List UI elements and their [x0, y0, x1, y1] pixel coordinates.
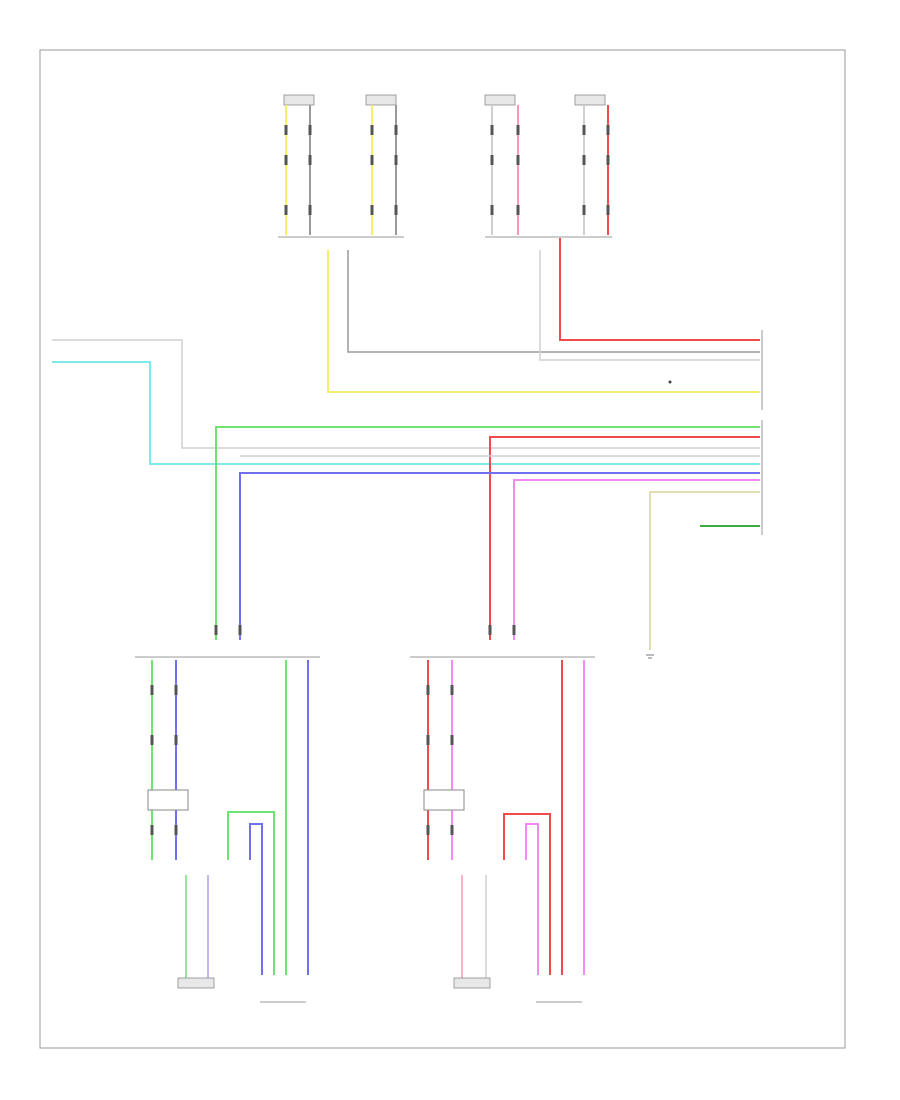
left-lower-junction — [147, 789, 189, 811]
lower-left-wires — [147, 660, 309, 1003]
wire-blue — [239, 472, 760, 640]
speaker-connector-3 — [484, 94, 516, 106]
wire-yellow-trunk — [327, 250, 760, 393]
right-lower-speaker — [453, 977, 491, 989]
wire-light-gray-signal — [52, 339, 760, 449]
speaker-connector-1 — [283, 94, 315, 106]
pin-mark — [450, 685, 454, 695]
pin-mark — [490, 155, 494, 165]
ground-symbol — [646, 654, 654, 659]
wire-light-gray-trunk — [539, 250, 760, 361]
pin-mark — [582, 125, 586, 135]
pin-mark — [582, 155, 586, 165]
wire-magenta — [513, 479, 760, 640]
diagram-frame — [39, 49, 846, 1049]
pin-mark — [490, 205, 494, 215]
pin-mark — [426, 735, 430, 745]
pin-mark — [516, 205, 520, 215]
pin-mark — [606, 155, 610, 165]
pin-mark — [426, 685, 430, 695]
wire-red — [489, 436, 760, 640]
pin-mark — [370, 205, 374, 215]
pin-mark — [450, 825, 454, 835]
wire-red — [503, 813, 551, 975]
pin-mark — [150, 825, 154, 835]
pin-mark — [174, 825, 178, 835]
speaker-connector-4 — [574, 94, 606, 106]
wire-red-trunk — [559, 238, 760, 341]
pin-mark — [174, 685, 178, 695]
top-speaker-wires — [285, 105, 609, 235]
wire-gray-trunk — [347, 250, 760, 353]
wire-tan — [649, 491, 760, 650]
pin-mark — [174, 735, 178, 745]
pin-mark — [370, 155, 374, 165]
pin-mark — [512, 625, 516, 635]
lower-right-wires — [423, 660, 585, 1003]
pin-mark — [284, 205, 288, 215]
wire-blue — [249, 823, 263, 975]
wire-green — [227, 811, 275, 975]
wire-green — [215, 426, 760, 640]
wire-cyan-signal — [52, 361, 760, 465]
pin-mark — [606, 205, 610, 215]
pin-mark — [284, 125, 288, 135]
pin-mark — [450, 735, 454, 745]
left-signal-lines — [52, 339, 760, 465]
speaker-connector-2 — [365, 94, 397, 106]
pin-mark — [308, 125, 312, 135]
pin-mark — [284, 155, 288, 165]
pin-mark — [150, 735, 154, 745]
pin-mark — [516, 155, 520, 165]
mid-note-marker — [668, 380, 672, 384]
pin-mark — [582, 205, 586, 215]
pin-mark — [308, 205, 312, 215]
pin-mark — [308, 155, 312, 165]
top-speaker-connectors — [283, 94, 606, 106]
pin-mark — [516, 125, 520, 135]
connector-pin-marks — [150, 125, 610, 835]
pin-mark — [488, 625, 492, 635]
pin-mark — [214, 625, 218, 635]
amp-trunk-wires — [327, 238, 760, 393]
left-lower-speaker — [177, 977, 215, 989]
pin-mark — [394, 155, 398, 165]
pin-mark — [394, 205, 398, 215]
amp-harness-wires — [215, 426, 760, 650]
pin-mark — [238, 625, 242, 635]
pin-mark — [606, 125, 610, 135]
pin-mark — [490, 125, 494, 135]
wire-magenta — [525, 823, 539, 975]
pin-mark — [394, 125, 398, 135]
right-lower-junction — [423, 789, 465, 811]
pin-mark — [426, 825, 430, 835]
pin-mark — [150, 685, 154, 695]
pin-mark — [370, 125, 374, 135]
